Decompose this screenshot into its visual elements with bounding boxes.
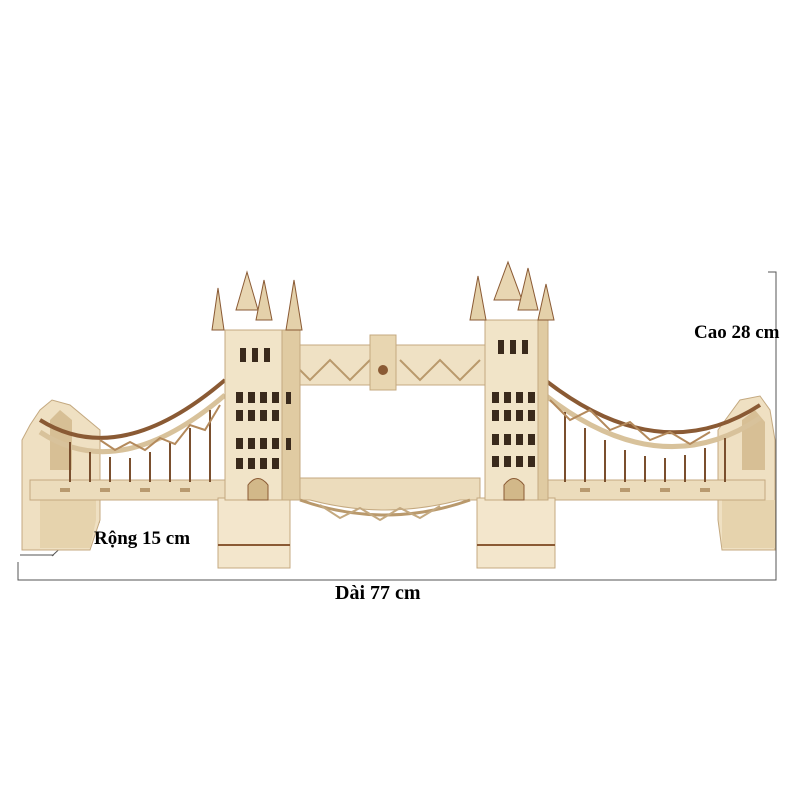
left-end-pier [21, 399, 101, 551]
upper-walkway [284, 334, 486, 391]
left-suspension-span [38, 378, 227, 482]
length-dimension-label: Dài 77 cm [335, 582, 421, 604]
right-suspension-span [543, 378, 762, 482]
height-dimension-label: Cao 28 cm [694, 322, 780, 343]
right-tower [469, 260, 556, 569]
side-decks [29, 479, 766, 501]
width-dimension-label: Rộng 15 cm [94, 528, 191, 549]
central-bascule-span [289, 477, 481, 522]
left-tower [211, 270, 303, 569]
right-end-pier [717, 395, 776, 551]
length-dimension-line [17, 562, 777, 581]
